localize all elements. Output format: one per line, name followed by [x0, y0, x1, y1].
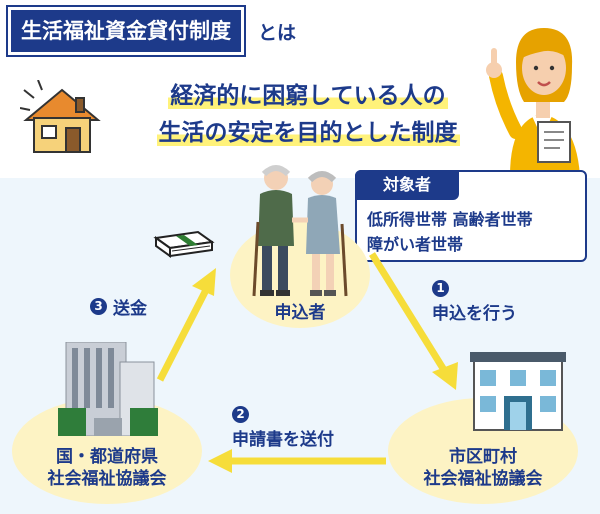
elderly-couple-illustration [252, 165, 348, 297]
target-line-2: 障がい者世帯 [367, 235, 464, 254]
step-2-number: 2 [232, 406, 249, 423]
applicant-label: 申込者 [274, 303, 326, 323]
headline: 経済的に困窮している人の 生活の安定を目的とした制度 [108, 78, 508, 152]
prefecture-label-line-2: 社会福祉協議会 [47, 469, 167, 489]
applicant-circle [230, 222, 370, 328]
arrow-municipal-to-prefecture [208, 449, 386, 473]
money-bundle-icon [153, 230, 215, 258]
step-3-label: 3 送金 [90, 294, 147, 319]
headline-line-2: 生活の安定を目的とした制度 [156, 120, 460, 146]
house-icon [20, 80, 101, 153]
step-3-text: 送金 [113, 299, 147, 319]
target-box: 対象者 低所得世帯 高齢者世帯 障がい者世帯 [355, 170, 587, 262]
prefecture-label: 国・都道府県 社会福祉協議会 [12, 446, 202, 490]
step-2-text: 申請書を送付 [232, 430, 334, 450]
government-building [58, 342, 158, 436]
arrow-prefecture-to-applicant [156, 268, 216, 382]
step-1-number: 1 [432, 280, 449, 297]
step-2-label: 2 申請書を送付 [232, 406, 334, 450]
target-line-1: 低所得世帯 高齢者世帯 [367, 210, 533, 229]
arrow-applicant-to-municipal [369, 252, 458, 390]
target-box-title: 対象者 [355, 170, 459, 200]
step-1-text: 申込を行う [432, 304, 517, 324]
title-suffix: とは [252, 15, 303, 47]
prefecture-label-line-1: 国・都道府県 [56, 447, 158, 467]
title-text: 生活福祉資金貸付制度 [8, 7, 244, 55]
municipal-office-building [470, 352, 566, 431]
title-banner: 生活福祉資金貸付制度 とは [8, 7, 303, 55]
woman-presenter-illustration [486, 28, 580, 176]
municipal-label-line-2: 社会福祉協議会 [423, 469, 543, 489]
municipal-label: 市区町村 社会福祉協議会 [388, 446, 578, 490]
step-3-number: 3 [90, 298, 107, 315]
headline-line-1: 経済的に困窮している人の [168, 83, 448, 109]
step-1-label: 1 申込を行う [432, 280, 517, 324]
municipal-label-line-1: 市区町村 [449, 447, 517, 467]
